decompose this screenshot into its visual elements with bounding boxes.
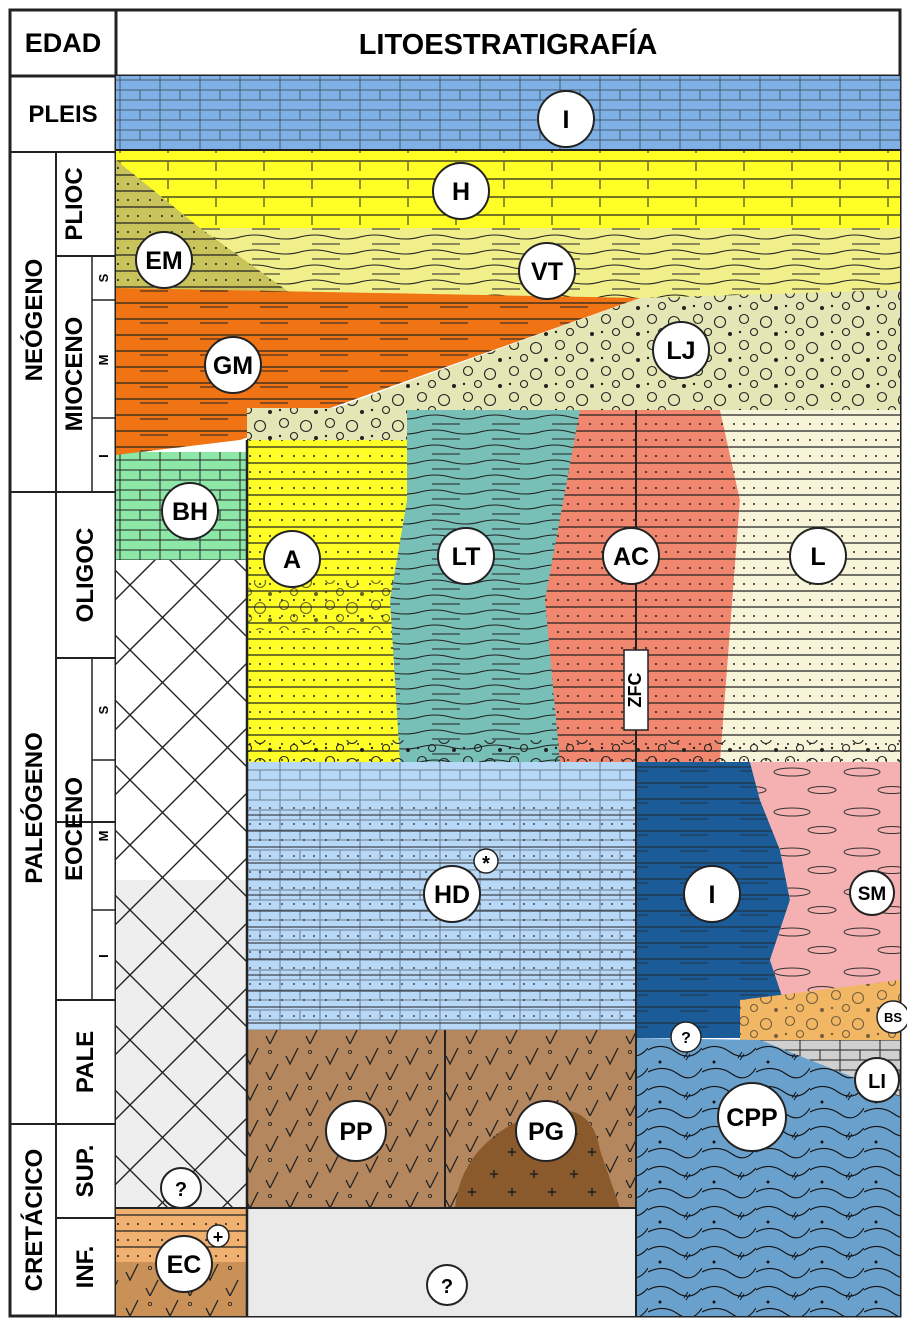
- svg-text:EC: EC: [167, 1251, 202, 1279]
- svg-text:VT: VT: [531, 258, 563, 286]
- unit-BH-marker: BH: [162, 483, 218, 539]
- svg-text:H: H: [452, 178, 470, 206]
- unit-VT-marker: VT: [519, 243, 575, 299]
- svg-text:SM: SM: [858, 884, 887, 905]
- unit-I-top-marker: I: [538, 91, 594, 147]
- miocene-s-label: S: [96, 273, 111, 282]
- eocene-label: EOCENO: [61, 777, 88, 881]
- unit-A-marker: A: [264, 531, 320, 587]
- svg-text:I: I: [709, 881, 716, 909]
- unit-SM-marker: SM: [850, 871, 894, 915]
- svg-text:BH: BH: [172, 498, 208, 526]
- eocene-s-label: S: [96, 705, 111, 714]
- unknown-marker-bottom: ?: [427, 1265, 467, 1305]
- svg-text:L: L: [810, 543, 825, 571]
- oligocene-label: OLIGOC: [72, 528, 99, 623]
- svg-text:LT: LT: [452, 543, 481, 571]
- svg-text:?: ?: [175, 1179, 187, 1201]
- miocene-m-label: M: [96, 355, 111, 366]
- eocene-m-label: M: [96, 831, 111, 842]
- unit-GM-marker: GM: [205, 337, 261, 393]
- lithostratigraphy-header: LITOESTRATIGRAFÍA: [359, 27, 658, 61]
- pleistocene-label: PLEIS: [28, 101, 97, 128]
- unit-PP-marker: PP: [326, 1101, 386, 1161]
- cretaceous-label: CRETÁCICO: [20, 1149, 48, 1292]
- svg-text:LI: LI: [868, 1071, 886, 1093]
- svg-text:AC: AC: [613, 543, 649, 571]
- unit-EM-marker: EM: [136, 232, 192, 288]
- miocene-label: MIOCENO: [61, 317, 88, 432]
- unit-PG-marker: PG: [516, 1101, 576, 1161]
- svg-text:CPP: CPP: [726, 1104, 777, 1132]
- unit-LJ-marker: LJ: [653, 322, 709, 378]
- pliocene-label: PLIOC: [61, 167, 88, 240]
- svg-text:PP: PP: [339, 1118, 372, 1146]
- svg-text:*: *: [482, 853, 490, 875]
- lower-label: INF.: [72, 1246, 99, 1289]
- svg-text:GM: GM: [213, 352, 253, 380]
- upper-label: SUP.: [72, 1145, 99, 1198]
- age-header: EDAD: [25, 28, 102, 58]
- unit-I-lower-marker: I: [684, 866, 740, 922]
- unit-AC-marker: AC: [603, 528, 659, 584]
- paleocene-label: PALE: [72, 1031, 99, 1093]
- svg-text:EM: EM: [145, 247, 183, 275]
- svg-text:PG: PG: [528, 1118, 564, 1146]
- svg-text:LJ: LJ: [666, 337, 695, 365]
- eocene-i-label: I: [96, 954, 111, 958]
- unit-LI-marker: LI: [855, 1058, 899, 1102]
- svg-text:BS: BS: [884, 1010, 902, 1025]
- unit-CPP-marker: CPP: [718, 1083, 786, 1151]
- svg-text:I: I: [563, 106, 570, 134]
- unit-L-marker: L: [790, 528, 846, 584]
- paleogene-label: PALEÓGENO: [20, 732, 48, 884]
- svg-text:+: +: [213, 1227, 224, 1247]
- unit-BS-marker: BS: [877, 1001, 907, 1033]
- unknown-marker-right: ?: [671, 1022, 701, 1052]
- unit-LT-marker: LT: [438, 528, 494, 584]
- neogene-label: NEÓGENO: [20, 259, 48, 382]
- svg-text:?: ?: [441, 1276, 453, 1298]
- svg-text:?: ?: [681, 1030, 691, 1047]
- fault-zfc-label: ZFC: [625, 673, 645, 708]
- unit-H-marker: H: [433, 163, 489, 219]
- svg-text:HD: HD: [434, 881, 470, 909]
- unknown-marker-left: ?: [161, 1168, 201, 1208]
- miocene-i-label: I: [96, 454, 111, 458]
- svg-text:A: A: [283, 546, 301, 574]
